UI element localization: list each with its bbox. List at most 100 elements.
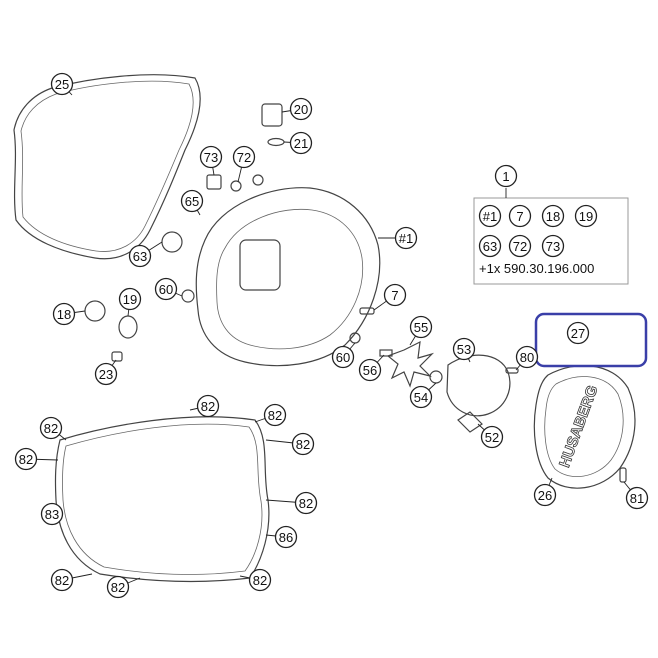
callout-19[interactable]: 19	[118, 287, 142, 311]
highlight-box-27	[534, 312, 648, 368]
callout-82[interactable]: 82	[263, 403, 287, 427]
callout-label: 19	[123, 292, 137, 307]
callout-label: 20	[294, 102, 308, 117]
callout-63[interactable]: 63	[128, 244, 152, 268]
callout-82[interactable]: 82	[14, 447, 38, 471]
callout-label: 54	[414, 390, 428, 405]
callout-26[interactable]: 26	[533, 483, 557, 507]
oring-60a	[181, 289, 195, 303]
callout-21[interactable]: 21	[289, 131, 313, 155]
callout-circle	[294, 491, 318, 515]
callout-82[interactable]: 82	[248, 568, 272, 592]
callout-60[interactable]: 60	[331, 345, 355, 369]
callout-circle	[106, 575, 130, 599]
callout-label: 63	[483, 239, 497, 254]
kit-item-63[interactable]: 63	[478, 234, 502, 258]
bearing-63	[161, 231, 183, 253]
gasket-25-inner	[20, 80, 194, 252]
callout-label: 52	[485, 430, 499, 445]
callout-circle	[14, 447, 38, 471]
callout-circle	[180, 189, 204, 213]
kit-item-72[interactable]: 72	[508, 234, 532, 258]
callout-circle	[331, 345, 355, 369]
callout-72[interactable]: 72	[232, 145, 256, 169]
kit-item-19[interactable]: 19	[574, 204, 598, 228]
callout-label: 72	[237, 150, 251, 165]
callout-82[interactable]: 82	[39, 416, 63, 440]
callout-label: 26	[538, 488, 552, 503]
callout-86[interactable]: 86	[274, 525, 298, 549]
seal-19	[118, 315, 138, 339]
oring-18	[84, 300, 106, 322]
kit-item-73[interactable]: 73	[541, 234, 565, 258]
callout-label: 60	[336, 350, 350, 365]
callout-18[interactable]: 18	[52, 302, 76, 326]
callout-circle	[478, 204, 502, 228]
ignition-cover-27-inner	[544, 376, 624, 477]
callout-circle	[515, 345, 539, 369]
callout-82[interactable]: 82	[196, 394, 220, 418]
plug-20	[261, 103, 283, 127]
callout-82[interactable]: 82	[106, 575, 130, 599]
callout-label: 18	[546, 209, 560, 224]
callout-label: 73	[204, 150, 218, 165]
callout-82[interactable]: 82	[291, 432, 315, 456]
impeller-55	[386, 340, 435, 388]
callout-label: 83	[45, 507, 59, 522]
callout-1[interactable]: #1	[394, 226, 418, 250]
callout-circle	[480, 425, 504, 449]
washer-72a	[230, 180, 242, 192]
callout-55[interactable]: 55	[409, 315, 433, 339]
callout-label: 82	[19, 452, 33, 467]
callout-52[interactable]: 52	[480, 425, 504, 449]
callout-circle	[533, 483, 557, 507]
callout-circle	[50, 72, 74, 96]
callout-label: 19	[579, 209, 593, 224]
callout-56[interactable]: 56	[358, 358, 382, 382]
callout-circle	[508, 204, 532, 228]
callout-label: 81	[630, 491, 644, 506]
callout-label: 7	[516, 209, 523, 224]
callout-27[interactable]: 27	[566, 321, 590, 345]
callout-54[interactable]: 54	[409, 385, 433, 409]
callout-82[interactable]: 82	[50, 568, 74, 592]
callout-53[interactable]: 53	[452, 337, 476, 361]
gasket-25	[13, 74, 201, 260]
callout-circle	[625, 486, 649, 510]
callout-circle	[289, 97, 313, 121]
callout-label: 53	[457, 342, 471, 357]
callout-20[interactable]: 20	[289, 97, 313, 121]
callout-73[interactable]: 73	[199, 145, 223, 169]
kit-item-1[interactable]: #1	[478, 204, 502, 228]
callout-82[interactable]: 82	[294, 491, 318, 515]
oring-21	[267, 137, 285, 147]
kit-item-18[interactable]: 18	[541, 204, 565, 228]
callout-circle	[196, 394, 220, 418]
kit-number-callout[interactable]: 1	[494, 164, 518, 188]
callout-label: 65	[185, 194, 199, 209]
callout-circle	[94, 362, 118, 386]
callout-circle	[409, 385, 433, 409]
callout-60[interactable]: 60	[154, 277, 178, 301]
callout-circle	[263, 403, 287, 427]
callout-label: 56	[363, 363, 377, 378]
callout-23[interactable]: 23	[94, 362, 118, 386]
callout-25[interactable]: 25	[50, 72, 74, 96]
callout-83[interactable]: 83	[40, 502, 64, 526]
callout-circle	[409, 315, 433, 339]
callout-81[interactable]: 81	[625, 486, 649, 510]
kit-item-7[interactable]: 7	[508, 204, 532, 228]
kit-box	[473, 197, 629, 285]
callout-65[interactable]: 65	[180, 189, 204, 213]
callout-circle	[541, 234, 565, 258]
pin-23	[111, 351, 123, 362]
water-pump-housing	[239, 239, 281, 291]
callout-circle	[39, 416, 63, 440]
callout-7[interactable]: 7	[383, 283, 407, 307]
callout-80[interactable]: 80	[515, 345, 539, 369]
callout-label: 82	[299, 496, 313, 511]
callout-circle	[291, 432, 315, 456]
callout-label: 23	[99, 367, 113, 382]
